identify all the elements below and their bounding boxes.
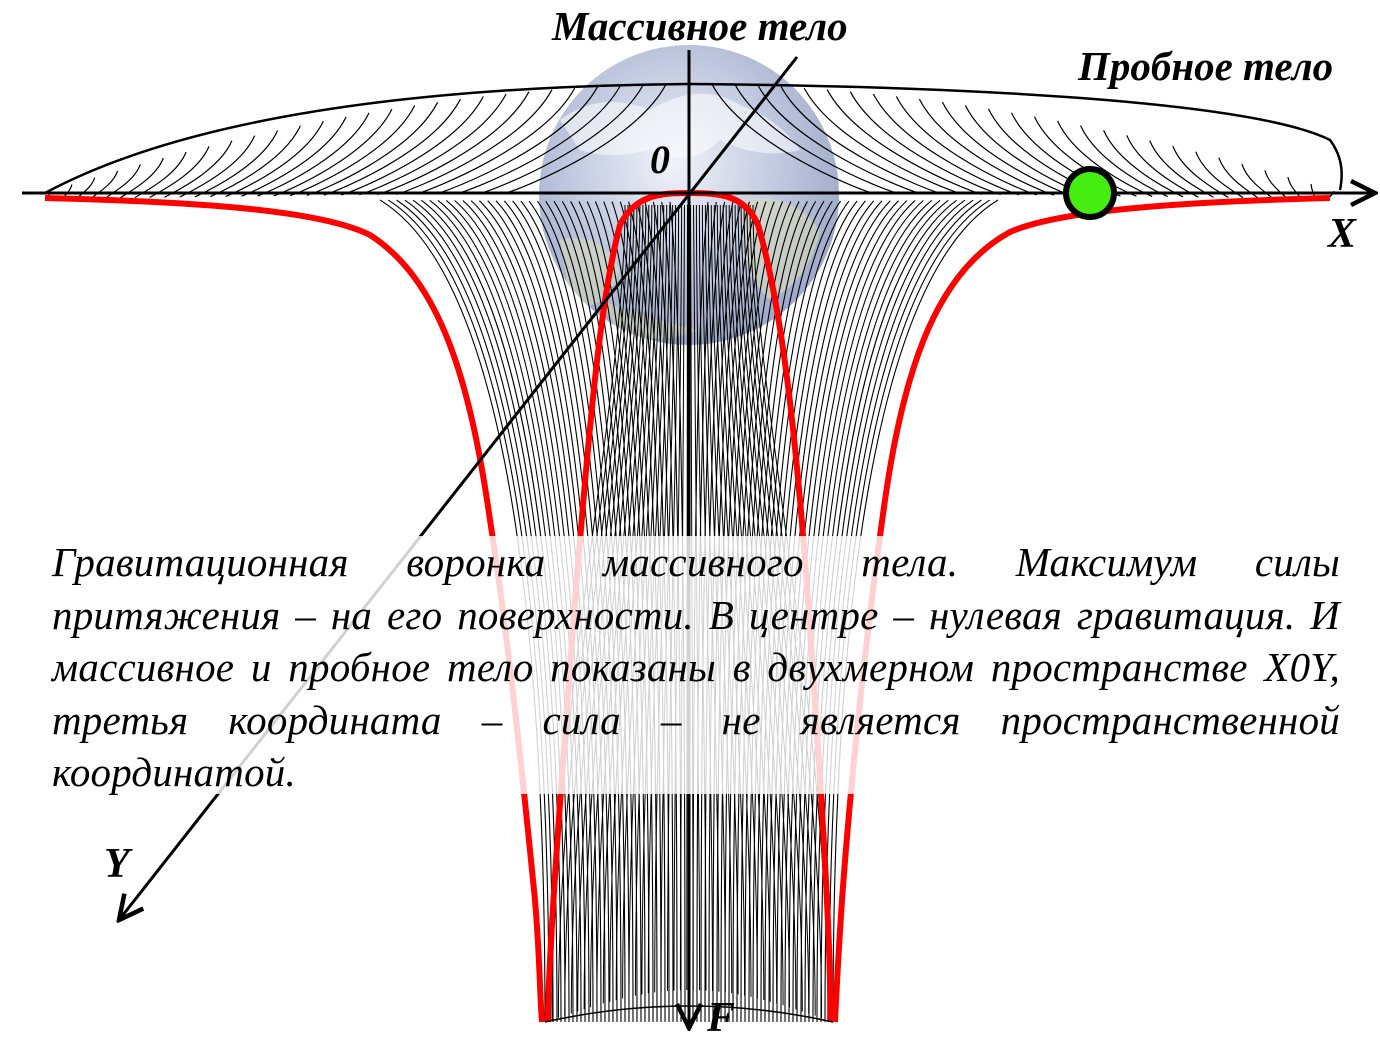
y-axis-label: Y bbox=[104, 841, 130, 887]
probe-body-icon bbox=[1063, 166, 1117, 220]
caption-text: Гравитационная воронка массивного тела. … bbox=[52, 539, 1340, 795]
massive-body-label: Массивное тело bbox=[552, 3, 848, 49]
probe-body-label: Пробное тело bbox=[1078, 43, 1334, 89]
caption-background bbox=[40, 536, 1350, 794]
funnel-rim bbox=[44, 82, 1343, 195]
outer-funnel-outline-left bbox=[44, 195, 545, 1023]
x-axis-label: X bbox=[1328, 211, 1357, 257]
origin-label: 0 bbox=[650, 137, 670, 182]
f-axis-label: F bbox=[707, 995, 736, 1041]
